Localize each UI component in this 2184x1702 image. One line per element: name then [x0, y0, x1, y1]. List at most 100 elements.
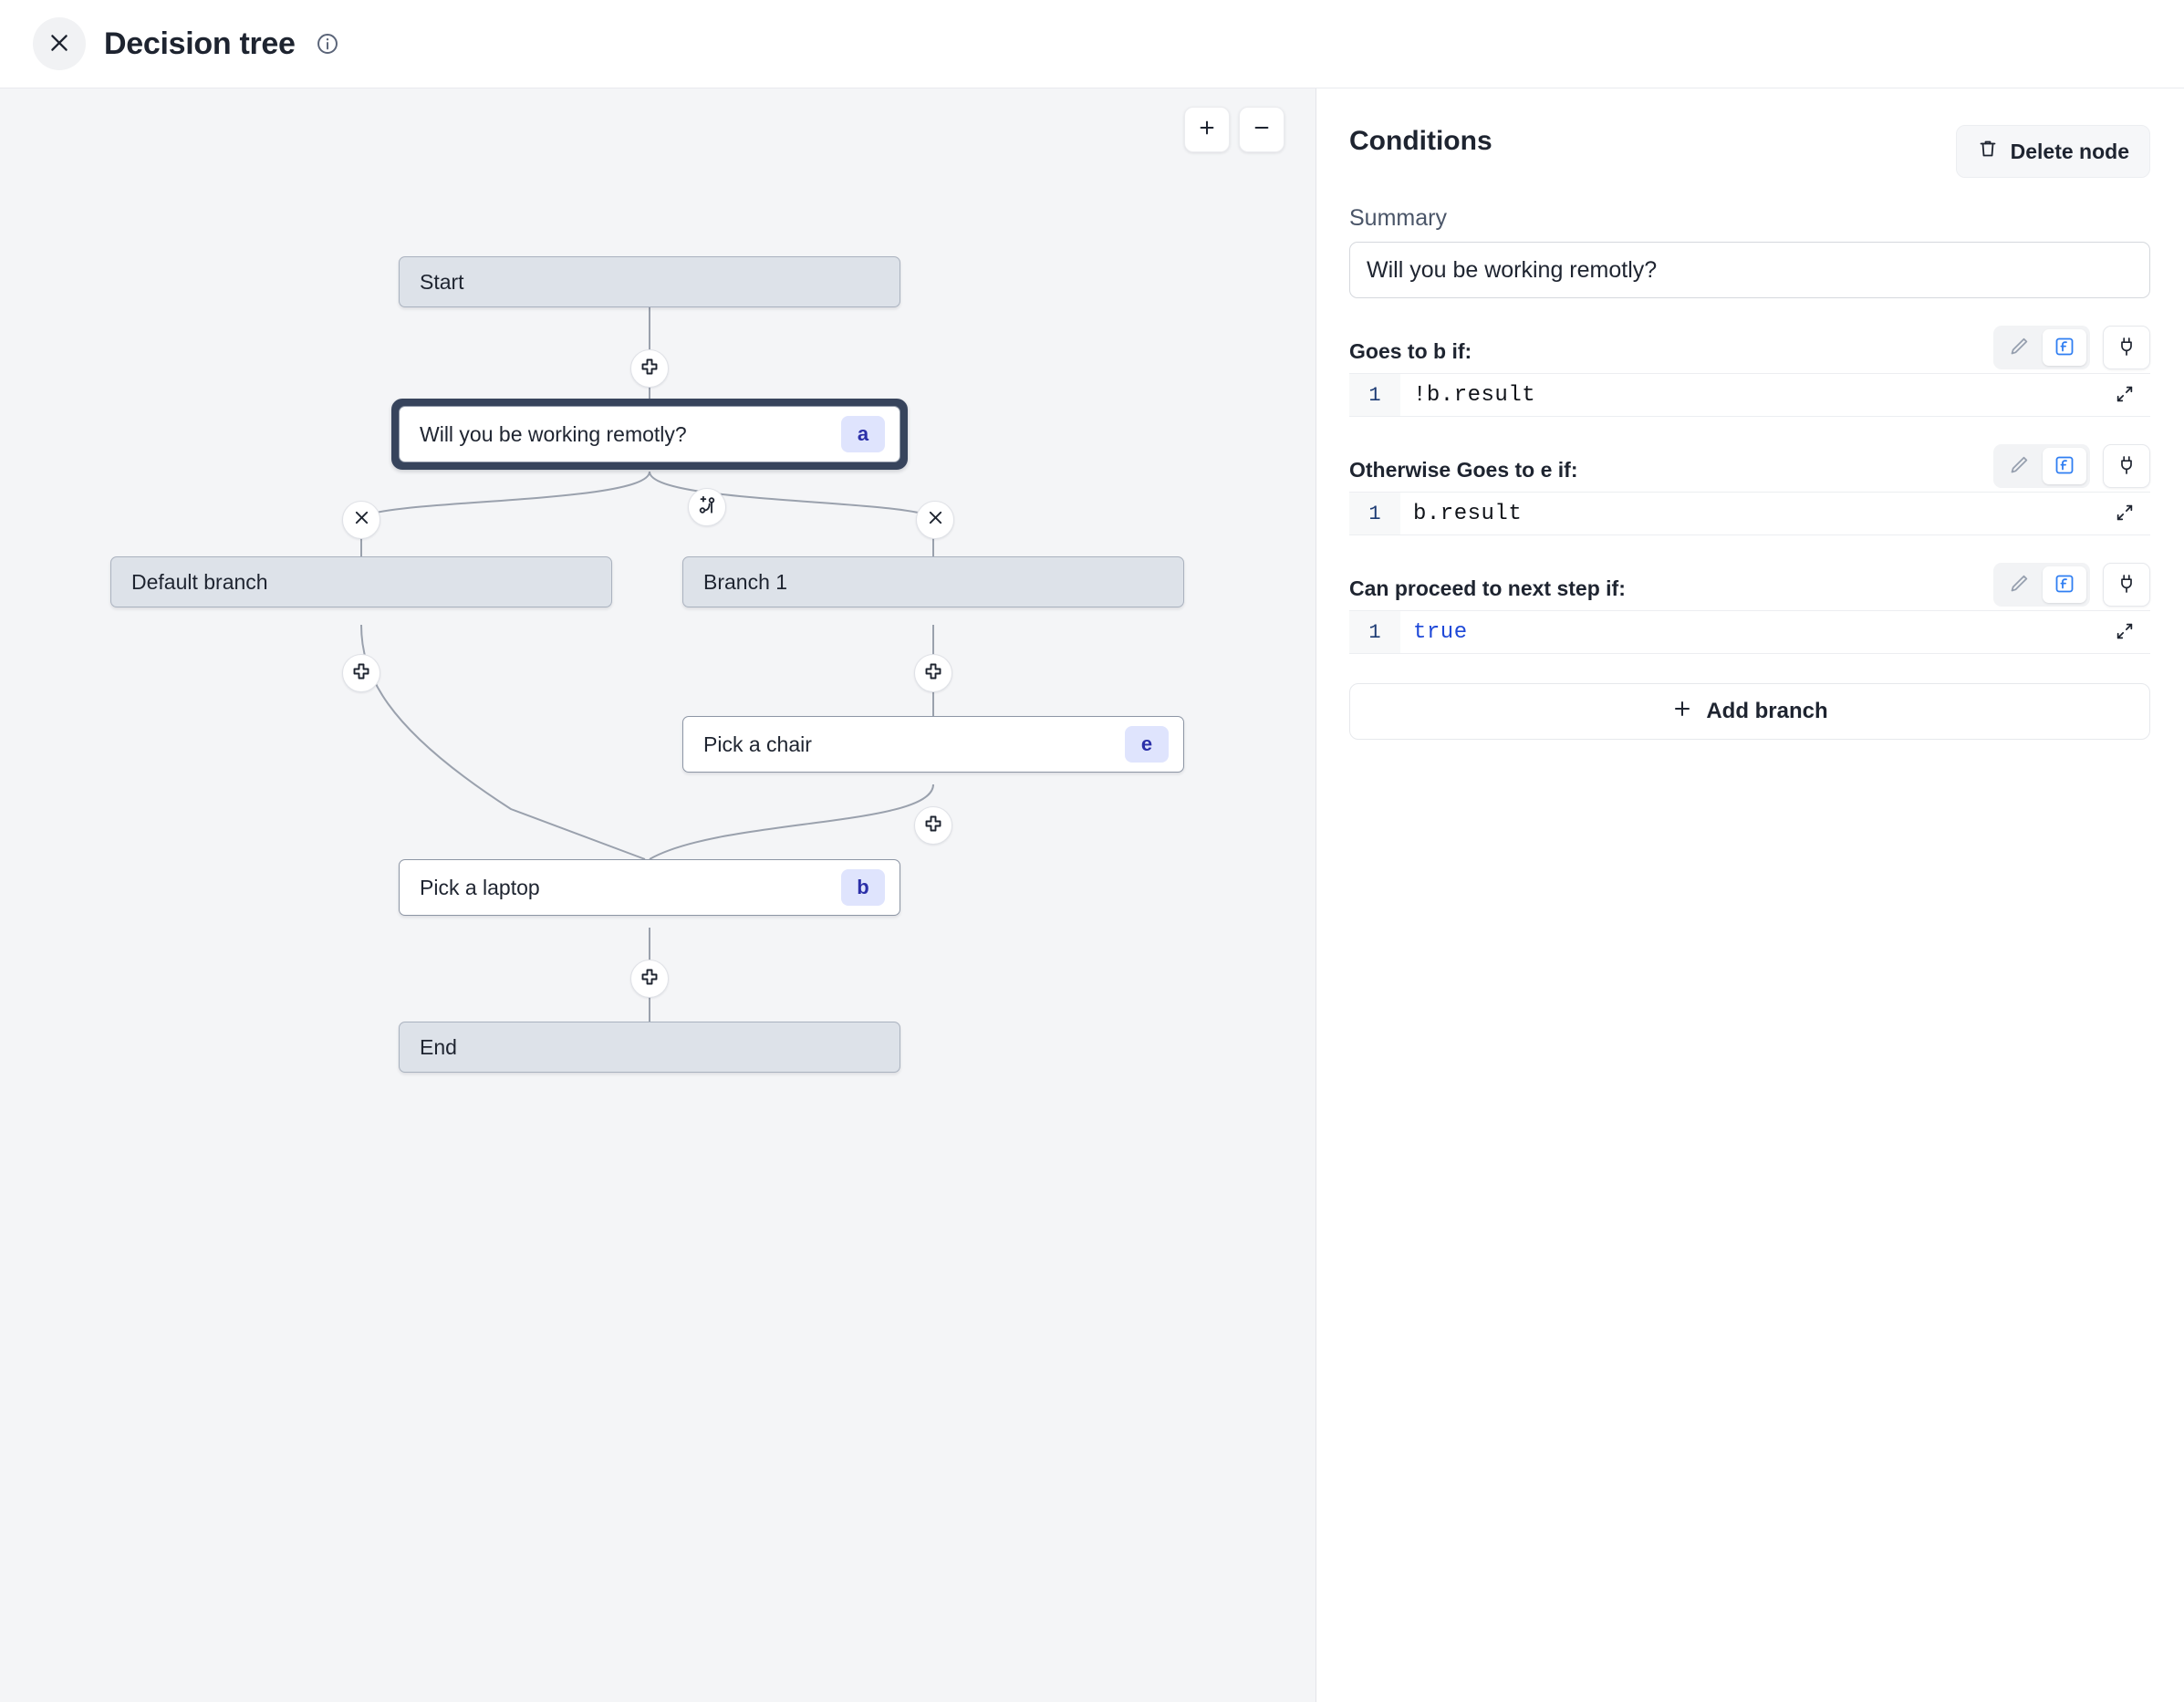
condition-tools: [1993, 326, 2150, 369]
node-badge: b: [841, 869, 885, 906]
condition-block-can-proceed: Can proceed to next step if:: [1349, 561, 2150, 654]
plug-icon: [2116, 573, 2137, 597]
conditions-panel: Conditions Delete node Summary Goes to b…: [1316, 88, 2183, 1702]
function-icon: [2054, 336, 2075, 360]
plus-icon: [922, 660, 944, 687]
plus-icon: [1671, 698, 1693, 726]
pencil-icon: [2008, 454, 2030, 479]
plus-icon: [350, 660, 372, 687]
decision-tree-graph: Start Will you be working remotly? a: [0, 88, 1316, 1702]
condition-tools: [1993, 444, 2150, 488]
function-mode-button[interactable]: [2043, 566, 2086, 603]
remove-branch-handle-branch1[interactable]: [916, 501, 954, 539]
add-step-handle-b[interactable]: [630, 960, 669, 998]
delete-node-label: Delete node: [2010, 139, 2129, 163]
code-editor[interactable]: 1 true: [1349, 610, 2150, 654]
node-label: Branch 1: [703, 569, 788, 594]
editor-mode-toggle: [1993, 563, 2090, 607]
pencil-mode-button[interactable]: [1997, 566, 2041, 603]
code-content[interactable]: !b.result: [1413, 382, 1536, 408]
code-content[interactable]: true: [1413, 619, 1468, 645]
panel-header: Conditions Delete node: [1349, 125, 2150, 178]
expand-editor-button[interactable]: [2106, 614, 2143, 650]
close-button[interactable]: [33, 17, 86, 70]
add-step-handle-branch-1[interactable]: [914, 654, 952, 692]
add-branch-button[interactable]: Add branch: [1349, 683, 2150, 740]
connect-plug-button[interactable]: [2103, 326, 2150, 369]
zoom-in-button[interactable]: [1184, 107, 1230, 152]
pencil-icon: [2008, 336, 2030, 360]
pencil-mode-button[interactable]: [1997, 448, 2041, 484]
condition-header: Goes to b if:: [1349, 324, 2150, 369]
summary-input[interactable]: [1349, 242, 2150, 298]
plus-icon: [639, 966, 660, 992]
node-label: Default branch: [131, 569, 268, 594]
function-icon: [2054, 573, 2075, 597]
graph-node-b[interactable]: Pick a laptop b: [399, 859, 900, 916]
graph-node-a[interactable]: Will you be working remotly? a: [399, 406, 900, 462]
plus-icon: [922, 813, 944, 839]
plug-icon: [2116, 454, 2137, 479]
connect-plug-button[interactable]: [2103, 563, 2150, 607]
code-content[interactable]: b.result: [1413, 501, 1523, 526]
minus-icon: [1252, 118, 1272, 142]
flow-canvas[interactable]: Start Will you be working remotly? a: [0, 88, 1316, 1702]
graph-node-end[interactable]: End: [399, 1022, 900, 1073]
add-step-handle-start[interactable]: [630, 349, 669, 388]
panel-title: Conditions: [1349, 126, 1492, 156]
code-editor[interactable]: 1 b.result: [1349, 492, 2150, 535]
info-icon[interactable]: [316, 32, 339, 56]
node-label: Pick a chair: [703, 732, 812, 756]
code-editor[interactable]: 1 !b.result: [1349, 373, 2150, 417]
condition-label: Goes to b if:: [1349, 339, 1472, 363]
node-label: Will you be working remotly?: [420, 421, 687, 446]
close-icon: [352, 508, 371, 532]
editor-mode-toggle: [1993, 326, 2090, 369]
editor-mode-toggle: [1993, 444, 2090, 488]
node-label: Pick a laptop: [420, 875, 540, 899]
condition-label: Can proceed to next step if:: [1349, 576, 1626, 600]
node-badge: a: [841, 416, 885, 452]
graph-node-default-branch[interactable]: Default branch: [110, 556, 612, 607]
pencil-mode-button[interactable]: [1997, 329, 2041, 366]
trash-icon: [1977, 138, 1999, 165]
condition-block-otherwise-goes-to-e: Otherwise Goes to e if:: [1349, 442, 2150, 535]
graph-node-branch-1[interactable]: Branch 1: [682, 556, 1184, 607]
plus-icon: [639, 356, 660, 382]
expand-editor-button[interactable]: [2106, 495, 2143, 532]
graph-node-e[interactable]: Pick a chair e: [682, 716, 1184, 773]
add-branch-handle[interactable]: [688, 488, 726, 526]
pencil-icon: [2008, 573, 2030, 597]
line-number: 1: [1349, 374, 1400, 416]
function-mode-button[interactable]: [2043, 329, 2086, 366]
plus-icon: [1197, 118, 1217, 142]
connect-plug-button[interactable]: [2103, 444, 2150, 488]
node-label: Start: [420, 269, 464, 294]
expand-icon: [2115, 384, 2135, 407]
close-icon: [926, 508, 945, 532]
function-icon: [2054, 454, 2075, 479]
condition-header: Can proceed to next step if:: [1349, 561, 2150, 607]
node-label: End: [420, 1034, 457, 1059]
function-mode-button[interactable]: [2043, 448, 2086, 484]
line-number: 1: [1349, 493, 1400, 534]
remove-branch-handle-default[interactable]: [342, 501, 380, 539]
expand-icon: [2115, 621, 2135, 644]
branch-plus-icon: [696, 494, 718, 521]
add-branch-label: Add branch: [1706, 699, 1828, 723]
delete-node-button[interactable]: Delete node: [1955, 125, 2150, 178]
condition-label: Otherwise Goes to e if:: [1349, 458, 1578, 482]
add-step-handle-e[interactable]: [914, 806, 952, 845]
graph-node-a-selected-ring: Will you be working remotly? a: [391, 399, 908, 470]
graph-node-start[interactable]: Start: [399, 256, 900, 307]
page-title: Decision tree: [104, 26, 296, 61]
condition-tools: [1993, 563, 2150, 607]
add-step-handle-default-branch[interactable]: [342, 654, 380, 692]
zoom-out-button[interactable]: [1239, 107, 1284, 152]
expand-editor-button[interactable]: [2106, 377, 2143, 413]
node-badge: e: [1125, 726, 1169, 763]
close-icon: [47, 31, 71, 57]
condition-header: Otherwise Goes to e if:: [1349, 442, 2150, 488]
plug-icon: [2116, 336, 2137, 360]
summary-label: Summary: [1349, 205, 1447, 231]
